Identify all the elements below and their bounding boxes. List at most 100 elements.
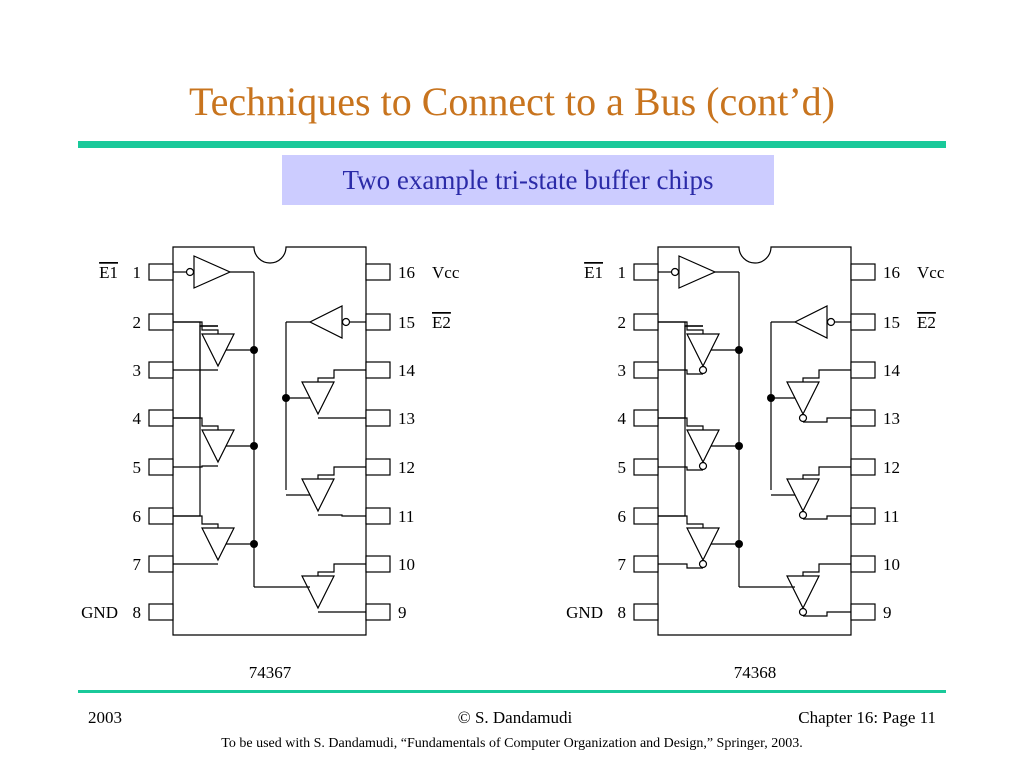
wire	[658, 563, 703, 569]
pin-box	[633, 603, 659, 621]
pin-box	[850, 313, 876, 331]
pin-box	[633, 458, 659, 476]
pin-box	[365, 603, 391, 621]
pin-box	[633, 409, 659, 427]
pin-box	[850, 263, 876, 281]
footer-note: To be used with S. Dandamudi, “Fundament…	[221, 736, 803, 751]
pin-box	[850, 603, 876, 621]
pin-number: 14	[398, 361, 416, 380]
pin-label: GND	[566, 603, 603, 622]
enable-buffer	[678, 255, 717, 289]
inverter-bubble	[698, 365, 708, 375]
junction-dot	[735, 442, 743, 450]
wire	[317, 563, 366, 576]
pin-box	[633, 263, 659, 281]
pin-number: 9	[883, 603, 892, 622]
pin-number: 15	[883, 313, 900, 332]
pin-number: 6	[618, 507, 627, 526]
pin-box	[365, 555, 391, 573]
inverter-bubble	[698, 559, 708, 569]
pin-box	[148, 263, 174, 281]
pin-box	[365, 409, 391, 427]
inverter-bubble	[826, 317, 836, 327]
inverter-bubble	[341, 317, 351, 327]
pin-number: 7	[618, 555, 627, 574]
inverter-bubble	[798, 510, 808, 520]
pin-number: 3	[133, 361, 142, 380]
pin-number: 12	[398, 458, 415, 477]
pin-box	[365, 458, 391, 476]
pin-number: 11	[883, 507, 899, 526]
wire	[802, 563, 851, 576]
pin-box	[365, 313, 391, 331]
pin-number: 14	[883, 361, 901, 380]
pin-box	[850, 409, 876, 427]
pin-number: 3	[618, 361, 627, 380]
enable-buffer	[193, 255, 232, 289]
inverter-bubble	[798, 607, 808, 617]
pin-number: 1	[618, 263, 627, 282]
pin-number: 5	[133, 458, 142, 477]
buffer-triangle	[301, 575, 335, 610]
pin-box	[633, 555, 659, 573]
wire	[317, 369, 366, 382]
pin-label: GND	[81, 603, 118, 622]
subtitle-text: Two example tri-state buffer chips	[342, 164, 714, 195]
pin-number: 9	[398, 603, 407, 622]
wire	[658, 515, 704, 528]
footer-year: 2003	[88, 708, 122, 727]
pin-number: 16	[883, 263, 900, 282]
pin-number: 1	[133, 263, 142, 282]
pin-number: 2	[618, 313, 627, 332]
enable-buffer	[793, 305, 828, 339]
wire	[803, 611, 851, 617]
pin-number: 15	[398, 313, 415, 332]
inverter-bubble	[698, 461, 708, 471]
pin-box	[850, 555, 876, 573]
footer-author: © S. Dandamudi	[457, 708, 573, 727]
footer-divider	[78, 690, 946, 693]
pin-box	[633, 313, 659, 331]
wire	[317, 466, 366, 479]
inverter-bubble	[185, 267, 195, 277]
pin-number: 5	[618, 458, 627, 477]
pin-box	[850, 361, 876, 379]
pin-label: Vcc	[432, 263, 460, 282]
wire	[658, 466, 703, 471]
wire	[802, 369, 851, 382]
pin-box	[148, 603, 174, 621]
pin-number: 10	[398, 555, 415, 574]
subtitle-box: Two example tri-state buffer chips	[282, 155, 774, 205]
junction-dot	[767, 394, 775, 402]
wire	[173, 321, 219, 334]
pin-box	[148, 313, 174, 331]
pin-box	[850, 507, 876, 525]
junction-dot	[250, 346, 258, 354]
pin-label: E1	[99, 263, 118, 282]
pin-number: 12	[883, 458, 900, 477]
pin-label: E2	[917, 313, 936, 332]
pin-number: 13	[398, 409, 415, 428]
inverter-bubble	[798, 413, 808, 423]
pin-box	[148, 409, 174, 427]
pin-number: 16	[398, 263, 415, 282]
pin-number: 4	[133, 409, 142, 428]
pin-box	[633, 361, 659, 379]
junction-dot	[250, 442, 258, 450]
wire	[658, 417, 704, 430]
title-divider	[78, 141, 946, 148]
pin-box	[850, 458, 876, 476]
pin-number: 7	[133, 555, 142, 574]
slide-title: Techniques to Connect to a Bus (cont’d)	[189, 79, 835, 124]
enable-buffer	[308, 305, 343, 339]
pin-label: E1	[584, 263, 603, 282]
footer-page: Chapter 16: Page 11	[798, 708, 936, 727]
junction-dot	[250, 540, 258, 548]
wire	[803, 417, 851, 423]
pin-label: E2	[432, 313, 451, 332]
pin-box	[365, 361, 391, 379]
pin-box	[633, 507, 659, 525]
pin-number: 8	[133, 603, 142, 622]
